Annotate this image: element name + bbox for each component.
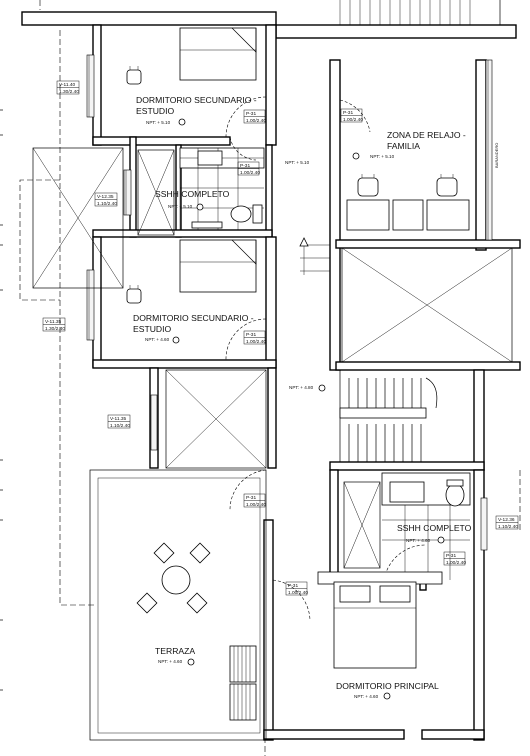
barandero-note: BARANDERO: [494, 143, 499, 168]
svg-text:1.10/2.40: 1.10/2.40: [110, 423, 130, 429]
svg-text:1.00/2.40: 1.00/2.40: [246, 118, 266, 124]
furniture-sshh-1: [179, 136, 265, 230]
tag-p-relajo: P-31 1.00/2.40: [340, 108, 363, 123]
svg-text:P-31: P-31: [246, 332, 256, 338]
edge-ticks: [0, 109, 3, 691]
svg-text:1.00/2.40: 1.00/2.40: [446, 560, 466, 566]
dorm-2-level: NPT: + 4.60: [145, 337, 170, 342]
opening-tags: V-11.40 1.30/2.40 V-12.35 1.10/2.40 V-11…: [42, 80, 518, 596]
tag-v-left-mid: V-12.35 1.10/2.40: [94, 192, 117, 207]
svg-text:V-11.40: V-11.40: [59, 82, 76, 88]
tag-p-hall: P-31 1.00/2.40: [243, 493, 266, 508]
svg-text:V-11.35: V-11.35: [45, 319, 62, 325]
svg-text:P-31: P-31: [288, 583, 298, 589]
svg-text:1.00/2.40: 1.00/2.40: [246, 339, 266, 345]
dorm-1-label-line1: DORMITORIO SECUNDARIO -: [136, 95, 257, 105]
terraza-label: TERRAZA: [155, 646, 195, 656]
svg-text:1.30/2.40: 1.30/2.40: [59, 89, 79, 95]
tag-p-dorm-2: P-31 1.00/2.40: [243, 330, 266, 345]
svg-text:1.30/2.40: 1.30/2.40: [45, 326, 65, 332]
svg-text:1.00/2.40: 1.00/2.40: [343, 117, 363, 123]
svg-text:P-31: P-31: [343, 110, 353, 116]
windows: [86, 54, 493, 551]
voids: [32, 147, 513, 569]
svg-text:1.00/2.40: 1.00/2.40: [240, 170, 260, 176]
svg-text:1.00/2.40: 1.00/2.40: [246, 502, 266, 508]
tag-p-sshh-1: P-31 1.00/2.40: [237, 161, 260, 176]
top-stair-edge: [21, 0, 517, 39]
sshh-1-label: SSHH COMPLETO: [155, 189, 230, 199]
tag-p-sshh-2: P-31 1.00/2.40: [443, 551, 466, 566]
svg-text:P-31: P-31: [446, 553, 456, 559]
svg-text:P-31: P-31: [246, 111, 256, 117]
svg-text:V-11.35: V-11.35: [110, 416, 127, 422]
principal-level: NPT: + 4.60: [354, 694, 379, 699]
relajo-label-line2: FAMILIA: [387, 141, 420, 151]
dorm-2-label-line2: ESTUDIO: [133, 324, 172, 334]
dorm-1-label-line2: ESTUDIO: [136, 106, 175, 116]
dorm-1-level: NPT: + 5.10: [146, 120, 171, 125]
room-labels: DORMITORIO SECUNDARIO - ESTUDIO NPT: + 5…: [133, 95, 499, 699]
sshh-1-level: NPT: + 5.10: [168, 204, 193, 209]
principal-label: DORMITORIO PRINCIPAL: [336, 681, 439, 691]
tag-v-top-left: V-11.40 1.30/2.40: [56, 80, 79, 95]
svg-text:1.10/2.40: 1.10/2.40: [97, 201, 117, 207]
tag-v-left-bottom: V-11.35 1.10/2.40: [107, 414, 130, 429]
sshh-2-label: SSHH COMPLETO: [397, 523, 472, 533]
furniture-dorm-2: [126, 239, 267, 361]
svg-text:V-12.35: V-12.35: [97, 194, 114, 200]
sshh-2-level: NPT: + 4.60: [406, 538, 431, 543]
furniture-sshh-2: [381, 472, 471, 581]
tag-p-principal: P-31 1.00/2.40: [285, 581, 308, 596]
relajo-level: NPT: + 5.10: [370, 154, 395, 159]
walls: [92, 24, 521, 741]
furniture-dorm-1: [126, 27, 267, 138]
corridor-level: NPT: + 5.10: [285, 160, 310, 165]
terrace: [89, 469, 267, 741]
svg-text:P-31: P-31: [246, 495, 256, 501]
hall-level: NPT: + 4.80: [289, 385, 314, 390]
svg-text:1.10/2.40: 1.10/2.40: [498, 524, 518, 530]
dorm-2-label-line1: DORMITORIO SECUNDARIO -: [133, 313, 254, 323]
tag-v-right: V-12.36 1.10/2.40: [495, 515, 518, 530]
svg-text:1.00/2.40: 1.00/2.40: [288, 590, 308, 596]
relajo-label-line1: ZONA DE RELAJO -: [387, 130, 466, 140]
tag-v-left-lower: V-11.35 1.30/2.40: [42, 317, 65, 332]
furniture-relajo: [339, 99, 470, 231]
stairs: [299, 237, 475, 463]
furniture-principal: [272, 571, 443, 669]
terraza-level: NPT: + 4.60: [158, 659, 183, 664]
tag-p-dorm-1: P-31 1.00/2.40: [243, 109, 266, 124]
svg-text:P-31: P-31: [240, 163, 250, 169]
svg-text:V-12.36: V-12.36: [498, 517, 515, 523]
level-markers: [172, 118, 445, 700]
